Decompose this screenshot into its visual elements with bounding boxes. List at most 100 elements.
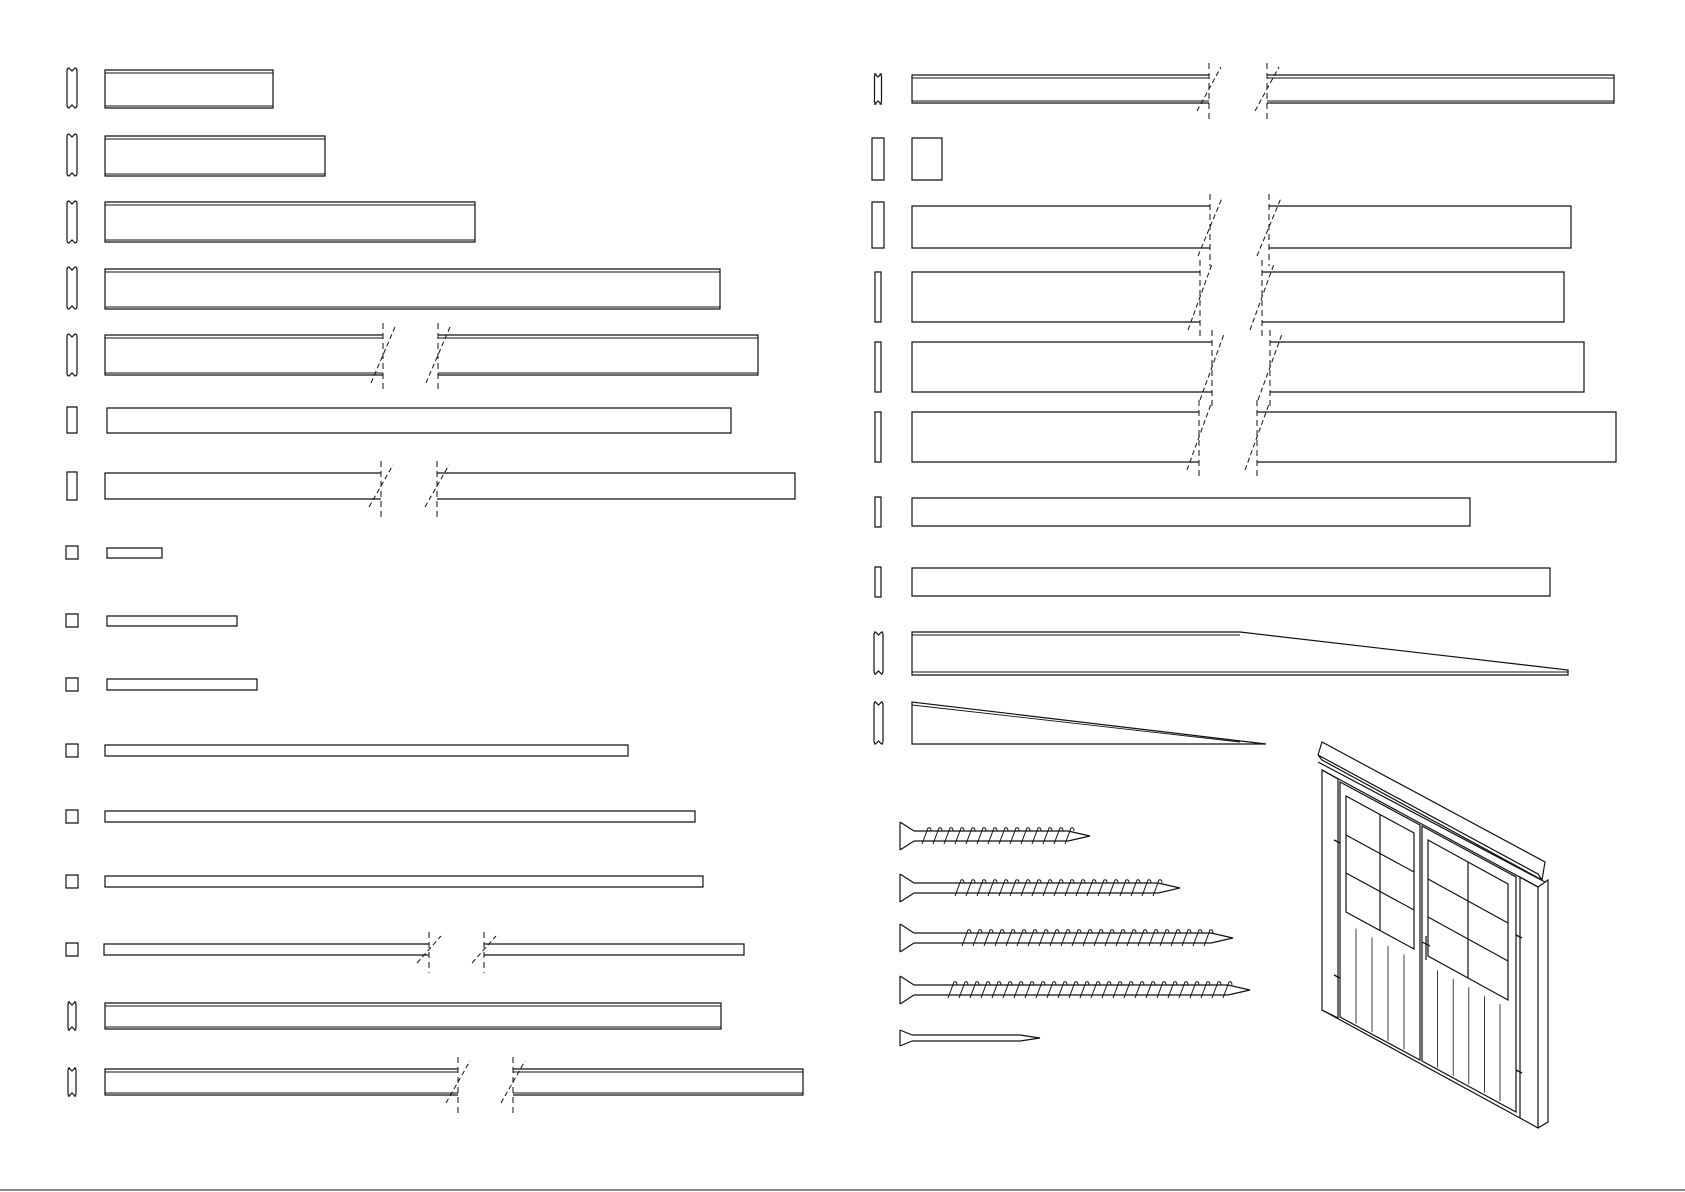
batten-7: [66, 932, 744, 973]
board-outline: [107, 408, 731, 433]
strip-2: [875, 567, 1550, 597]
nail: [900, 1030, 1040, 1046]
section-icon: [872, 202, 884, 248]
board-segment-right: [437, 473, 795, 499]
section-icon: [66, 943, 78, 956]
board-outline: [105, 70, 273, 108]
board-segment-left: [105, 335, 383, 375]
hinge-icon: [1516, 1070, 1522, 1073]
profile-board-6: [68, 1002, 721, 1030]
board-segment-left: [912, 272, 1200, 322]
board-segment-left: [105, 1069, 458, 1095]
block: [872, 138, 942, 180]
batten-1: [66, 546, 162, 559]
right-parts-column: [872, 63, 1616, 744]
section-icon: [67, 201, 77, 243]
section-icon: [66, 678, 78, 691]
section-icon: [872, 138, 884, 180]
section-icon: [66, 875, 78, 888]
board-outline: [105, 811, 695, 822]
panel-1: [872, 194, 1571, 266]
panel-2: [875, 260, 1564, 340]
section-icon: [875, 342, 881, 392]
board-segment-right: [1262, 272, 1564, 322]
profile-board-1: [67, 68, 273, 108]
break-slash: [472, 936, 496, 963]
section-icon: [66, 614, 78, 627]
board-outline: [912, 498, 1470, 526]
plain-board-2: [67, 461, 795, 517]
thin-profile-board: [875, 63, 1615, 121]
profile-board-7: [68, 1057, 803, 1113]
double-door-illustration: [1318, 742, 1548, 1128]
frame-top: [1322, 770, 1538, 887]
section-icon: [874, 702, 883, 744]
side-wall: [1538, 880, 1548, 1128]
board-segment-left: [912, 342, 1212, 392]
section-icon: [68, 1002, 76, 1030]
board-outline: [105, 745, 628, 756]
board-segment-right: [1257, 412, 1616, 462]
section-icon: [67, 407, 77, 433]
board-segment-left: [104, 944, 429, 955]
profile-board-4: [67, 267, 720, 309]
hinge-icon: [1516, 935, 1522, 938]
board-outline: [105, 876, 703, 887]
section-icon: [875, 497, 881, 527]
section-icon: [66, 810, 78, 823]
left-parts-column: [66, 68, 803, 1113]
screw-medium: [900, 874, 1180, 902]
section-icon: [875, 412, 881, 462]
board-segment-left: [912, 206, 1210, 248]
section-icon: [67, 68, 77, 108]
board-outline: [105, 136, 325, 176]
nail-head: [900, 1030, 912, 1046]
board-edge: [912, 705, 1240, 742]
section-icon: [66, 744, 78, 757]
screw-short: [900, 822, 1090, 850]
section-icon: [874, 632, 883, 674]
panel-4: [875, 400, 1616, 480]
section-icon: [67, 267, 77, 309]
board-outline: [105, 202, 475, 242]
screw-head: [900, 874, 914, 902]
section-icon: [875, 272, 881, 322]
profile-board-3: [67, 201, 475, 243]
screw-head: [900, 924, 914, 952]
section-icon: [875, 567, 881, 597]
board-segment-right: [1270, 342, 1584, 392]
frame-right: [1520, 877, 1538, 1128]
screw-head: [900, 976, 914, 1004]
board-outline: [107, 616, 237, 626]
section-icon: [67, 134, 77, 176]
plain-board-1: [67, 407, 731, 433]
board-outline: [105, 269, 720, 309]
fasteners-group: [900, 822, 1250, 1046]
board-outline: [105, 1003, 721, 1029]
board-outline: [912, 138, 942, 180]
board-segment-right: [1267, 75, 1614, 103]
frame-bottom: [1322, 1010, 1520, 1118]
batten-2: [66, 614, 237, 627]
section-icon: [66, 546, 78, 559]
section-icon: [875, 74, 882, 104]
board-segment-right: [1269, 206, 1571, 248]
tapered-outline: [912, 702, 1266, 744]
double-door-assembly: [1318, 742, 1548, 1128]
board-outline: [912, 568, 1550, 596]
board-outline: [107, 679, 257, 690]
hinge-icon: [1334, 840, 1340, 843]
break-slash: [417, 936, 441, 963]
section-icon: [67, 472, 77, 500]
nail-shank: [912, 1035, 1040, 1041]
tapered-outline: [912, 632, 1568, 675]
screw-full: [900, 976, 1250, 1004]
board-segment-left: [105, 473, 381, 499]
section-icon: [68, 1068, 76, 1096]
roof-trim: [1318, 762, 1545, 882]
batten-3: [66, 678, 257, 691]
batten-4: [66, 744, 628, 757]
strip-1: [875, 497, 1470, 527]
board-segment-left: [912, 412, 1199, 462]
